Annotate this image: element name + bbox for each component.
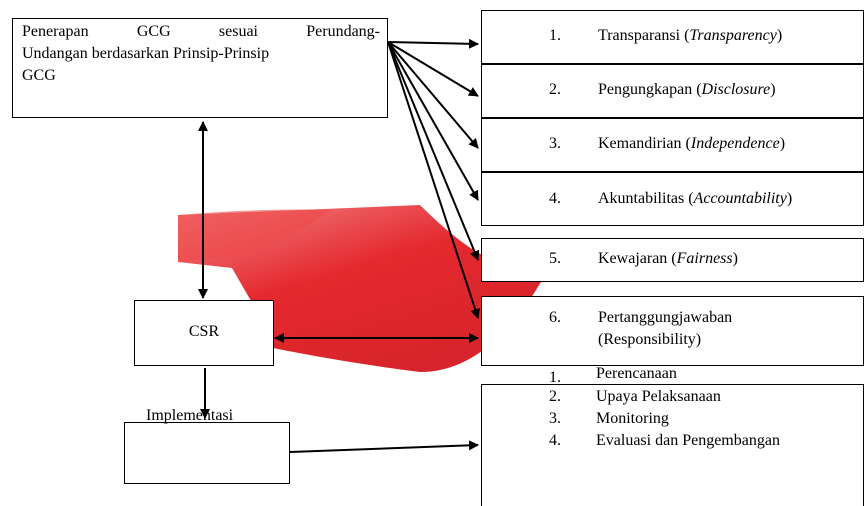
arrow-gcg-to-principle-4 — [387, 41, 479, 201]
step-3-number: 3. — [549, 410, 561, 427]
principle-2-number: 2. — [549, 81, 561, 98]
principle-6-number: 6. — [549, 309, 561, 326]
step-1-label: Perencanaan — [596, 365, 677, 382]
principle-4-label: Akuntabilitas (Accountability) — [598, 189, 792, 209]
principle-4-name: Akuntabilitas ( — [598, 190, 694, 207]
gcg-line-1: Penerapan GCG sesuai Perundang- — [22, 23, 380, 40]
principle-2-term: Disclosure — [701, 81, 771, 98]
step-4-number: 4. — [549, 432, 561, 449]
gcg-line-3: GCG — [22, 67, 56, 84]
principle-box-2 — [481, 64, 864, 118]
principle-1-label: Transparansi (Transparency) — [598, 26, 782, 46]
principle-6-close: (Responsibility) — [598, 331, 702, 348]
gcg-box — [12, 18, 388, 118]
principle-2-close: ) — [770, 81, 776, 98]
implementation-label: Implementasi — [146, 407, 234, 424]
principle-1-term: Transparency — [689, 27, 777, 44]
principle-3-term: Independence — [690, 135, 780, 152]
arrow-gcg-to-principle-3 — [387, 41, 479, 149]
principle-4-number: 4. — [549, 190, 561, 207]
principle-3-name: Kemandirian ( — [598, 135, 691, 152]
principle-5-number: 5. — [549, 250, 561, 267]
csr-label: CSR — [188, 323, 220, 340]
red-banner-shape — [178, 205, 720, 372]
implementation-box — [124, 422, 290, 484]
principle-3-close: ) — [779, 135, 786, 152]
principle-4-term: Accountability — [693, 190, 787, 207]
step-4-label: Evaluasi dan Pengembangan — [596, 432, 780, 449]
principle-box-4 — [481, 172, 864, 226]
principle-6-name: Pertanggungjawaban — [598, 309, 733, 326]
principle-5-close: ) — [732, 250, 738, 267]
principle-2-label: Pengungkapan (Disclosure) — [598, 80, 776, 100]
step-2-number: 2. — [549, 388, 561, 405]
principle-1-close: ) — [776, 27, 783, 44]
steps-box — [481, 384, 864, 506]
principle-1-number: 1. — [549, 27, 561, 44]
csr-box — [134, 300, 274, 366]
principle-5-term: Fairness — [676, 250, 733, 267]
principle-box-5 — [481, 238, 864, 282]
step-3-label: Monitoring — [596, 410, 669, 427]
principle-box-3 — [481, 118, 864, 172]
principle-2-name: Pengungkapan ( — [598, 81, 702, 98]
step-2-label: Upaya Pelaksanaan — [596, 388, 721, 405]
arrow-gcg-to-principle-6 — [387, 41, 480, 319]
red-banner-highlight — [178, 209, 330, 262]
arrow-gcg-to-principle-1 — [387, 38, 479, 49]
principle-1-name: Transparansi ( — [598, 27, 690, 44]
step-1-number: 1. — [549, 369, 561, 382]
principle-5-name: Kewajaran ( — [598, 250, 677, 267]
principle-box-6 — [481, 296, 864, 366]
principle-3-label: Kemandirian (Independence) — [598, 134, 785, 154]
arrow-implementation-steps — [289, 440, 479, 453]
principle-3-number: 3. — [549, 135, 561, 152]
principle-box-1 — [481, 10, 864, 64]
arrow-gcg-to-principle-5 — [387, 41, 480, 261]
principle-5-label: Kewajaran (Fairness) — [598, 249, 738, 269]
arrow-gcg-to-principle-2 — [387, 41, 479, 97]
gcg-line-2: Undangan berdasarkan Prinsip-Prinsip — [22, 45, 270, 62]
principle-4-close: ) — [786, 190, 793, 207]
